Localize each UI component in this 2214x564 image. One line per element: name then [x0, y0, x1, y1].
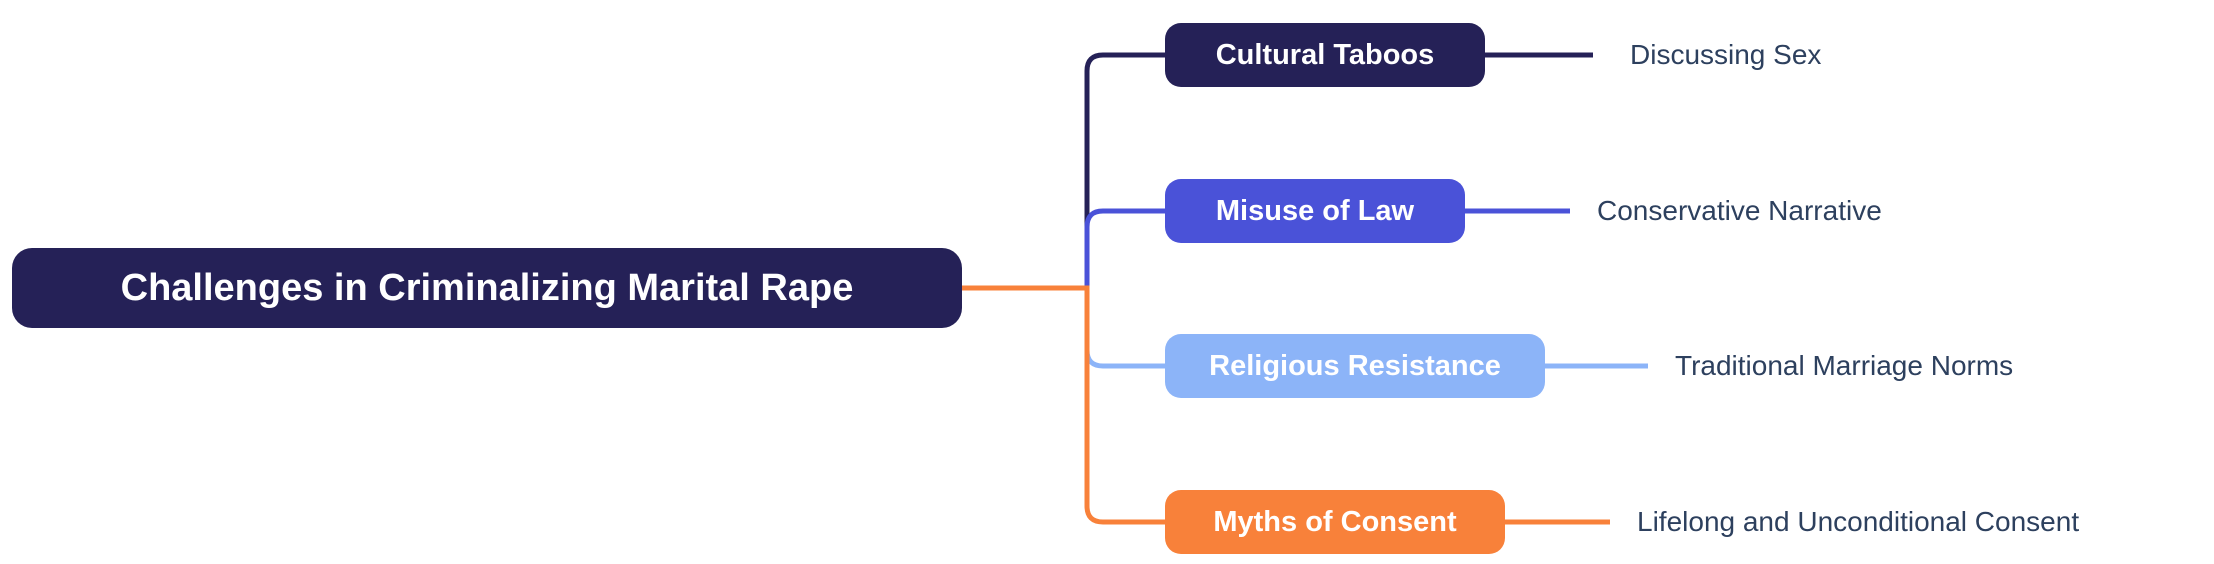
root-node: Challenges in Criminalizing Marital Rape — [12, 248, 962, 328]
branch-node-myths-of-consent: Myths of Consent — [1165, 490, 1505, 554]
branch-node-religious-resistance: Religious Resistance — [1165, 334, 1545, 398]
branch-label: Misuse of Law — [1215, 194, 1415, 227]
edge-myths-of-consent — [962, 285, 1610, 525]
leaf-label-conservative-narrative: Conservative Narrative — [1597, 195, 1882, 226]
leaf-label-lifelong-unconditional-consent: Lifelong and Unconditional Consent — [1637, 506, 2080, 537]
root-node-label: Challenges in Criminalizing Marital Rape — [120, 266, 854, 309]
branch-label: Myths of Consent — [1213, 505, 1457, 538]
edge-misuse-of-law — [1084, 208, 1570, 288]
branch-label: Cultural Taboos — [1215, 38, 1435, 71]
branch-node-misuse-of-law: Misuse of Law — [1165, 179, 1465, 243]
leaf-label-traditional-marriage-norms: Traditional Marriage Norms — [1675, 350, 2014, 381]
branch-node-cultural-taboos: Cultural Taboos — [1165, 23, 1485, 87]
branch-label: Religious Resistance — [1209, 349, 1501, 382]
edge-cultural-taboos — [1084, 52, 1593, 288]
leaf-label-discussing-sex: Discussing Sex — [1630, 39, 1822, 70]
